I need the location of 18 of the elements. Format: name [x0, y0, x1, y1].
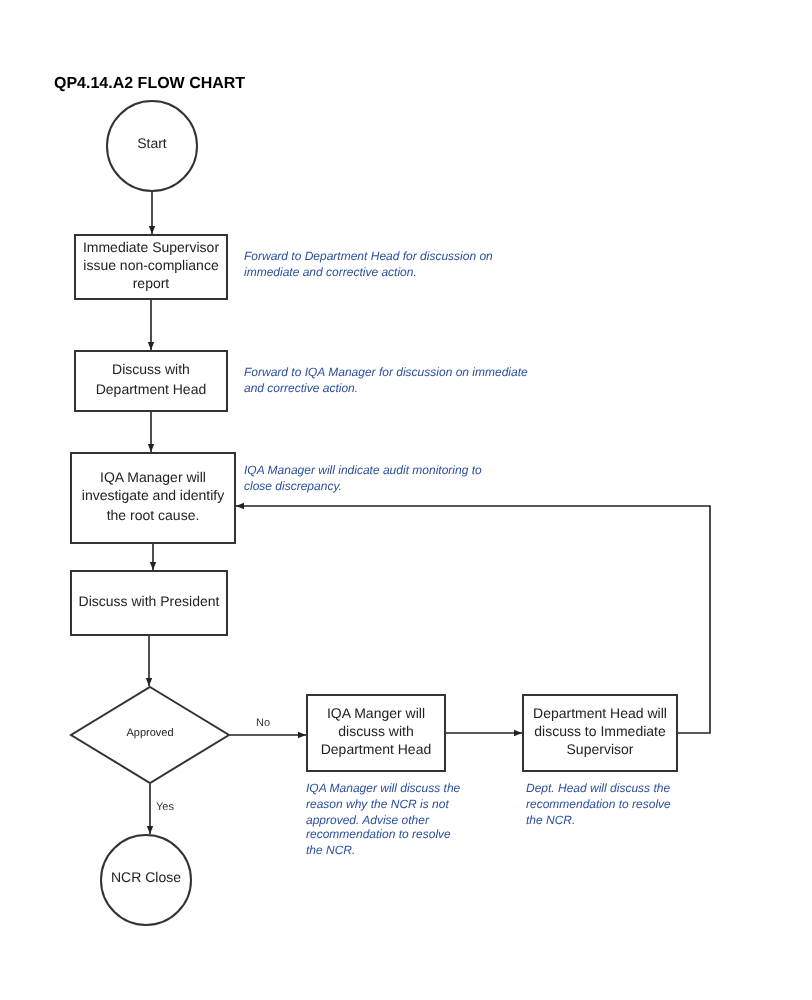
decision-diamond — [70, 686, 230, 784]
process-box — [522, 694, 678, 772]
terminal-circle — [106, 100, 198, 192]
chart-title: QP4.14.A2 FLOW CHART — [54, 74, 246, 92]
connector-arrow — [147, 299, 155, 351]
process-box — [70, 570, 228, 636]
connector-arrow — [229, 731, 307, 739]
connector-arrow — [146, 783, 154, 835]
process-box — [306, 694, 446, 772]
terminal-circle — [100, 834, 192, 926]
connector-arrow — [147, 411, 155, 453]
connector-arrow — [148, 191, 156, 235]
connector-arrow — [149, 543, 157, 571]
process-box — [70, 452, 236, 544]
connector-arrow — [235, 502, 711, 734]
connector-arrow — [145, 635, 153, 687]
process-box — [74, 350, 228, 412]
connector-arrow — [445, 729, 523, 737]
